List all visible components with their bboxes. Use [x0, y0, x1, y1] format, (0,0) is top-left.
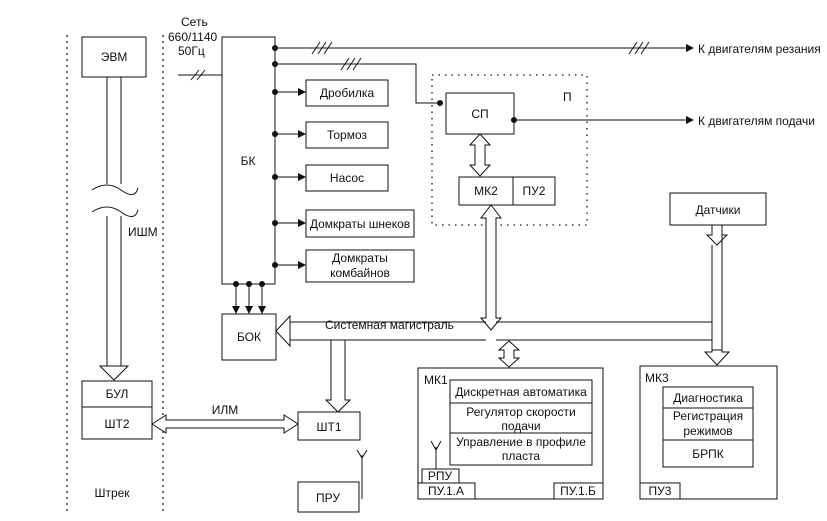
diagnostika-label: Диагностика: [673, 391, 743, 405]
bok-label: БОК: [237, 330, 261, 344]
upravlenie-label-1: Управление в профиле: [456, 435, 586, 449]
sp-tick-2: [346, 57, 356, 71]
domkraty-komb-label-2: комбайнов: [330, 266, 390, 280]
pu3-box: [639, 482, 681, 500]
domkraty-kombainov-box: [305, 249, 415, 283]
mk2-label: МК2: [474, 184, 498, 198]
drobilka-branch: [272, 88, 306, 96]
diskretnaya-label: Дискретная автоматика: [455, 385, 587, 399]
datchiki-arrowhead: [705, 224, 729, 246]
sp-tick-1: [340, 57, 350, 71]
sp-input-node: [437, 100, 443, 106]
drobilka-label: Дробилка: [320, 86, 375, 100]
datchiki-label: Датчики: [696, 203, 741, 217]
bok-box: [221, 313, 277, 361]
cut-tick-2: [317, 41, 327, 55]
p-label: П: [563, 90, 572, 104]
bul-label: БУЛ: [106, 387, 129, 401]
network-label-3: 50Гц: [178, 44, 205, 58]
domkraty-komb-label-1: Домкраты: [332, 251, 388, 265]
ilm-label: ИЛМ: [212, 403, 239, 417]
rpu-label: РПУ: [428, 469, 453, 483]
registratsiya-label-1: Регистрация: [673, 409, 743, 423]
pu1a-label: ПУ.1.А: [428, 484, 464, 498]
datchiki-mk3-arrow: [703, 349, 731, 366]
network-label-2: 660/1140: [168, 30, 217, 44]
datchiki-box: [669, 192, 767, 226]
shtrek-label: Штрек: [94, 486, 130, 500]
mk1-functions-box: [449, 379, 593, 466]
brpk-label: БРПК: [692, 447, 724, 461]
evm-label: ЭВМ: [101, 50, 128, 64]
pru-box: [297, 481, 360, 513]
sht2-label: ШТ2: [104, 417, 129, 431]
cut-tick-1: [311, 41, 321, 55]
nasos-branch: [272, 173, 306, 181]
mk2-bus-arrow: [479, 204, 503, 331]
sp-label: СП: [471, 107, 488, 121]
antenna-icon: [356, 449, 368, 499]
system-bus: [275, 314, 712, 348]
bus-mk1-arrow: [497, 340, 521, 368]
pu1b-label: ПУ.1.Б: [560, 484, 596, 498]
k-dvig-podachi-label: К двигателям подачи: [698, 114, 815, 128]
regulator-label-2: подачи: [501, 419, 540, 433]
domkraty-shnekov-box: [305, 209, 415, 238]
nasos-box: [305, 164, 389, 192]
sht2-box: [81, 406, 153, 440]
domkraty-shnekov-label: Домкраты шнеков: [310, 217, 410, 231]
pu2-box: [512, 176, 556, 206]
mk1-label: МК1: [424, 373, 448, 387]
pu3-label: ПУ3: [649, 484, 672, 498]
k-dvig-rezaniya-label: К двигателям резания: [698, 42, 821, 56]
mk3-functions-box: [662, 386, 754, 468]
ilm-arrow: [151, 414, 299, 434]
domkraty-kombainov-branch: [272, 261, 306, 269]
upravlenie-label-2: пласта: [502, 449, 541, 463]
ishm-label: ИШМ: [128, 225, 158, 239]
network-tick-2: [196, 69, 206, 81]
regulator-label-1: Регулятор скорости: [466, 405, 575, 419]
bul-box: [81, 380, 153, 408]
sp-box: [445, 92, 515, 135]
sht1-label: ШТ1: [316, 420, 341, 434]
sht1-box: [297, 411, 361, 441]
cut-tick-3: [323, 41, 333, 55]
bk-bok-arrows: [232, 281, 266, 314]
feed-arrowhead: [686, 116, 694, 124]
pu1b-box: [553, 482, 604, 500]
network-tick-1: [190, 69, 200, 81]
ishm-arrow: [91, 77, 139, 381]
bk-label: БК: [241, 154, 256, 168]
registratsiya-label-2: режимов: [683, 424, 732, 438]
sp-mk2-arrow: [468, 133, 492, 177]
nasos-label: Насос: [330, 171, 364, 185]
pru-label: ПРУ: [316, 491, 340, 505]
pu1a-box: [417, 482, 476, 500]
cut-tick-5: [634, 41, 644, 55]
bus-sht1-arrow: [324, 339, 352, 413]
drobilka-box: [305, 79, 389, 107]
pu2-label: ПУ2: [523, 184, 546, 198]
cut-tick-6: [640, 41, 650, 55]
domkraty-shnekov-branch: [272, 219, 306, 227]
network-label-1: Сеть: [181, 15, 208, 29]
rpu-antenna-icon: [430, 440, 442, 469]
cut-arrowhead: [686, 44, 694, 52]
mk3-label: МК3: [645, 371, 669, 385]
sp-tick-3: [352, 57, 362, 71]
cut-tick-4: [628, 41, 638, 55]
tormoz-box: [305, 121, 389, 149]
tormoz-label: Тормоз: [327, 128, 368, 142]
sistemnaya-magistral-label: Системная магистраль: [325, 318, 454, 332]
evm-box: [81, 36, 147, 78]
tormoz-branch: [272, 130, 306, 138]
